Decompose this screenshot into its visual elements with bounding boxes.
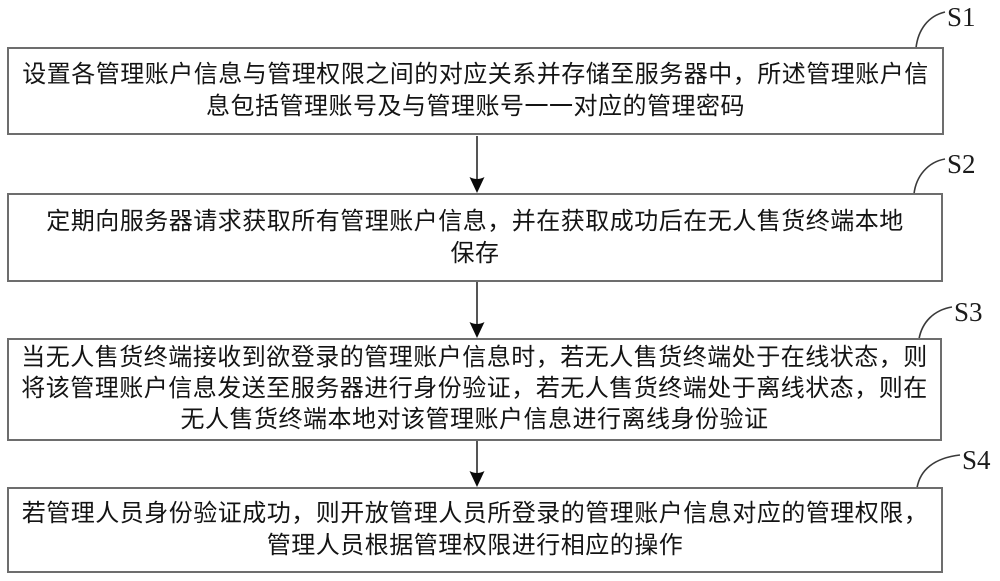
step-label-s1: S1 (947, 2, 976, 32)
step-label-s3: S3 (954, 297, 983, 327)
step-s4-line-1: 若管理人员身份验证成功，则开放管理人员所登录的管理账户信息对应的管理权限， (21, 501, 929, 527)
step-s1-line-1: 设置各管理账户信息与管理权限之间的对应关系并存储至服务器中，所述管理账户信 (22, 62, 929, 88)
step-label-s4: S4 (962, 445, 991, 475)
step-s2-line-2: 保存 (450, 240, 500, 267)
leader-line-s2 (913, 158, 946, 195)
step-box-s2: 定期向服务器请求获取所有管理账户信息，并在获取成功后在无人售货终端本地 保存 (7, 193, 943, 282)
step-s1-line-2: 息包括管理账号及与管理账号一一对应的管理密码 (206, 94, 745, 120)
step-box-s1: 设置各管理账户信息与管理权限之间的对应关系并存储至服务器中，所述管理账户信 息包… (7, 47, 944, 135)
leader-line-s4 (916, 454, 961, 489)
leader-line-s3 (918, 306, 953, 340)
step-s3-line-2: 将该管理账户信息发送至服务器进行身份验证，若无人售货终端处于离线状态，则在 (21, 376, 928, 402)
step-box-s4: 若管理人员身份验证成功，则开放管理人员所登录的管理账户信息对应的管理权限， 管理… (7, 487, 943, 573)
step-label-s2: S2 (947, 149, 976, 179)
flow-arrowhead-3 (469, 471, 485, 487)
flow-arrowhead-2 (469, 322, 485, 338)
step-s2-line-1: 定期向服务器请求获取所有管理账户信息，并在获取成功后在无人售货终端本地 (46, 208, 904, 235)
step-s3-line-1: 当无人售货终端接收到欲登录的管理账户信息时，若无人售货终端处于在线状态，则 (21, 345, 928, 371)
flow-arrowhead-1 (469, 177, 485, 193)
step-box-s3: 当无人售货终端接收到欲登录的管理账户信息时，若无人售货终端处于在线状态，则 将该… (7, 338, 942, 441)
leader-line-s1 (915, 11, 946, 49)
step-s3-line-3: 无人售货终端本地对该管理账户信息进行离线身份验证 (180, 407, 769, 433)
step-s4-line-2: 管理人员根据管理权限进行相应的操作 (266, 533, 684, 559)
